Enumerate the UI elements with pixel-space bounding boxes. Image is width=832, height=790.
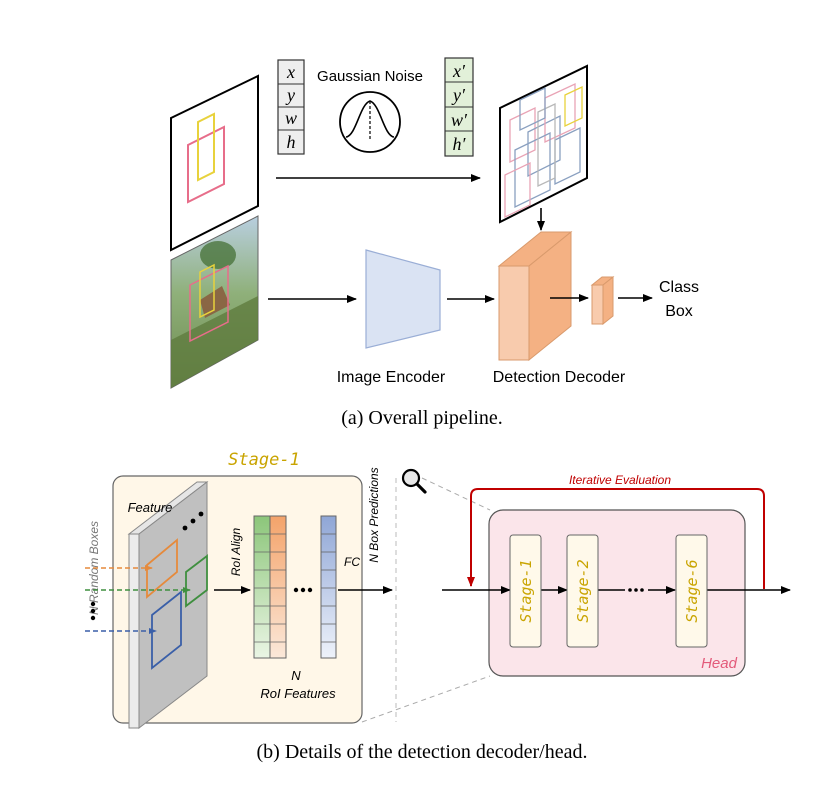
iterative-label: Iterative Evaluation xyxy=(569,473,671,487)
param-w-noisy: w′ xyxy=(451,110,468,130)
head-stage1-label: Stage-1 xyxy=(517,559,535,622)
caption-a: (a) Overall pipeline. xyxy=(341,407,503,429)
photo-box-pink xyxy=(189,264,229,343)
box-params-table: x y w h xyxy=(277,59,305,155)
caption-b: (b) Details of the detection decoder/hea… xyxy=(257,741,588,763)
output-box-label: Box xyxy=(665,303,693,320)
feature-label: Feature xyxy=(128,500,173,515)
iterative-loop-arrow xyxy=(467,488,765,589)
param-h: h xyxy=(287,132,296,152)
box-predictions-label: N Box Predictions xyxy=(367,467,381,562)
feature-dot xyxy=(190,518,196,524)
roi-feature-columns xyxy=(253,515,337,659)
head-stage2-box xyxy=(566,534,599,648)
roi-ellipsis-dot xyxy=(307,587,313,593)
roi-n-label: N xyxy=(291,668,301,683)
gt-box-yellow xyxy=(197,112,215,182)
magnifier-icon xyxy=(401,468,427,494)
head-stage6-box xyxy=(675,534,708,648)
noise-label: Gaussian Noise xyxy=(317,68,423,85)
param-x: x xyxy=(286,62,295,82)
head-ellipsis-dot xyxy=(628,588,632,592)
head-stage2-label: Stage-2 xyxy=(574,559,592,622)
head-ellipsis-dot xyxy=(640,588,644,592)
stage1-title: Stage-1 xyxy=(228,450,300,470)
head-ellipsis-dot xyxy=(634,588,638,592)
roi-align-label: RoI Align xyxy=(229,528,243,577)
decoder-label: Detection Decoder xyxy=(493,369,626,386)
head-stage6-label: Stage-6 xyxy=(683,559,701,622)
head-label: Head xyxy=(701,655,738,672)
detection-decoder-block xyxy=(497,230,573,362)
param-y-noisy: y′ xyxy=(451,85,466,105)
param-w: w xyxy=(285,108,297,128)
encoder-label: Image Encoder xyxy=(337,369,446,386)
roi-ellipsis-dot xyxy=(300,587,306,593)
roi-features-label: RoI Features xyxy=(260,686,336,701)
param-y: y xyxy=(285,85,295,105)
photo-box-yellow xyxy=(199,263,215,319)
details-section: Stage-1 N Random Boxes Feature RoI Align xyxy=(85,450,791,763)
noisy-params-table: x′ y′ w′ h′ xyxy=(444,57,474,157)
input-image xyxy=(170,215,259,389)
more-boxes-dot xyxy=(90,615,96,621)
roi-box-green xyxy=(185,554,208,608)
output-block xyxy=(590,275,615,326)
gaussian-noise: Gaussian Noise xyxy=(317,68,423,153)
feature-dot xyxy=(182,525,188,531)
more-boxes-dot xyxy=(90,601,96,607)
fc-label: FC xyxy=(344,555,360,569)
head-stage1-box xyxy=(509,534,542,648)
noisy-boxes-plane xyxy=(499,64,588,224)
zoom-line-bottom xyxy=(361,675,491,723)
roi-box-orange xyxy=(146,538,178,599)
roi-box-blue xyxy=(151,590,182,670)
more-boxes-dot xyxy=(90,608,96,614)
zoom-line-top xyxy=(421,477,491,511)
param-x-noisy: x′ xyxy=(452,61,466,81)
roi-ellipsis-dot xyxy=(293,587,299,593)
param-h-noisy: h′ xyxy=(453,134,467,154)
gt-box-pink xyxy=(187,125,225,204)
feature-dot xyxy=(198,511,204,517)
pipeline-section: x y w h Gaussian Noise x′ y′ w′ h′ xyxy=(170,57,699,429)
image-encoder-block xyxy=(365,249,441,349)
output-class-label: Class xyxy=(659,279,699,296)
gt-boxes-plane xyxy=(170,74,259,252)
